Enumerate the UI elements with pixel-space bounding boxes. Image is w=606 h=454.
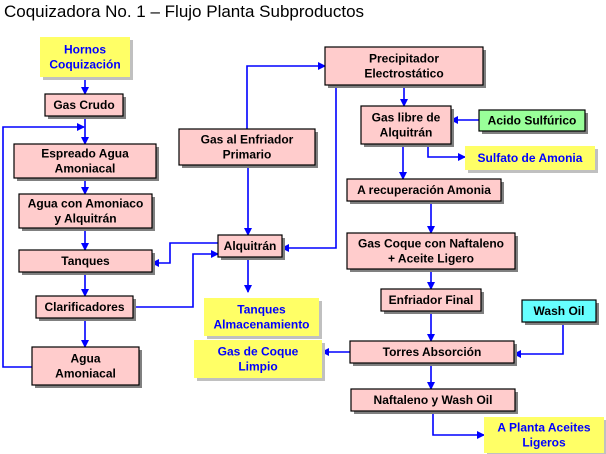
node-label: Precipitador	[369, 52, 439, 66]
node-label: Coquización	[49, 58, 120, 72]
node-label: Naftaleno y Wash Oil	[374, 393, 493, 407]
node-box	[349, 340, 515, 364]
node-label: Tanques	[61, 254, 110, 268]
node-label: Gas de Coque	[218, 345, 299, 359]
node-label: Clarificadores	[44, 300, 124, 314]
page-title: Coquizadora No. 1 – Flujo Planta Subprod…	[4, 2, 365, 21]
node-label: Acido Sulfúrico	[488, 114, 577, 128]
node-label: Tanques	[237, 303, 286, 317]
node-label: y Alquitrán	[54, 212, 116, 226]
node-gas-crudo: Gas Crudo	[44, 93, 126, 119]
node-label: Amoniacal	[55, 162, 116, 176]
edge-gas-enfriador-to-precipitador	[246, 62, 326, 129]
node-label: Hornos	[64, 43, 106, 57]
node-box	[360, 105, 452, 145]
node-label: Torres Absorción	[383, 345, 482, 359]
node-label: Amoniacal	[55, 367, 116, 381]
node-label: Gas al Enfriador	[201, 133, 294, 147]
node-recuperacion: A recuperación Amonia	[346, 178, 504, 204]
node-label: Gas Coque con Naftaleno	[358, 237, 504, 251]
node-label: Espreado Agua	[41, 147, 129, 161]
node-clarificadores: Clarificadores	[35, 295, 136, 321]
node-box	[465, 146, 595, 170]
node-box	[204, 298, 319, 336]
node-box	[31, 346, 140, 386]
edges-layer	[2, 62, 564, 439]
edge-alquitran-to-tanques	[151, 242, 218, 267]
node-box	[521, 299, 597, 323]
node-label: Enfriador Final	[389, 293, 474, 307]
node-box	[324, 46, 484, 86]
node-label: Primario	[223, 148, 272, 162]
edge-agua-amoniacal-to-espreado	[2, 123, 85, 368]
node-label: Alquitrán	[380, 126, 433, 140]
node-box	[40, 37, 130, 77]
node-box	[178, 128, 316, 166]
node-label: Gas Crudo	[53, 98, 114, 112]
node-torres: Torres Absorción	[349, 340, 517, 366]
node-sulfato: Sulfato de Amonia	[465, 146, 598, 173]
node-box	[350, 388, 516, 412]
edge-gas-libre-to-sulfato	[427, 144, 466, 161]
node-naftaleno: Naftaleno y Wash Oil	[350, 388, 518, 414]
node-label: Gas libre de	[372, 111, 441, 125]
node-box	[44, 93, 124, 117]
node-box	[484, 417, 604, 453]
node-box	[18, 193, 153, 229]
node-enfriador-final: Enfriador Final	[380, 288, 484, 314]
node-gas-coque-naf: Gas Coque con Naftaleno+ Aceite Ligero	[346, 232, 518, 272]
node-box	[35, 295, 134, 319]
node-box	[194, 340, 322, 378]
edge-precipitador-to-alquitran	[281, 87, 337, 252]
edge-wash-oil-to-torres	[513, 322, 564, 358]
node-label: Ligeros	[522, 436, 566, 450]
node-label: A Planta Aceites	[497, 421, 590, 435]
node-box	[13, 143, 157, 179]
node-box	[346, 178, 502, 202]
node-label: A recuperación Amonia	[357, 183, 491, 197]
edge-clarificadores-to-alquitran	[133, 250, 219, 308]
node-box	[18, 249, 153, 273]
node-label: Limpio	[238, 360, 277, 374]
node-box	[478, 109, 586, 132]
node-label: Alquitrán	[224, 239, 277, 253]
node-label: Electrostático	[364, 67, 443, 81]
node-acido: Acido Sulfúrico	[478, 109, 588, 134]
node-box	[346, 232, 516, 270]
node-label: Almacenamiento	[213, 318, 309, 332]
node-box	[380, 288, 482, 312]
node-box	[217, 234, 283, 258]
node-wash-oil: Wash Oil	[521, 299, 599, 325]
edge-naftaleno-to-planta-aceites	[432, 411, 485, 439]
node-label: Agua con Amoniaco	[28, 197, 144, 211]
node-label: Sulfato de Amonia	[478, 151, 583, 165]
node-label: Agua	[71, 352, 101, 366]
node-label: + Aceite Ligero	[388, 252, 474, 266]
node-tanques: Tanques	[18, 249, 155, 275]
node-label: Wash Oil	[534, 304, 585, 318]
node-alquitran: Alquitrán	[217, 234, 285, 260]
